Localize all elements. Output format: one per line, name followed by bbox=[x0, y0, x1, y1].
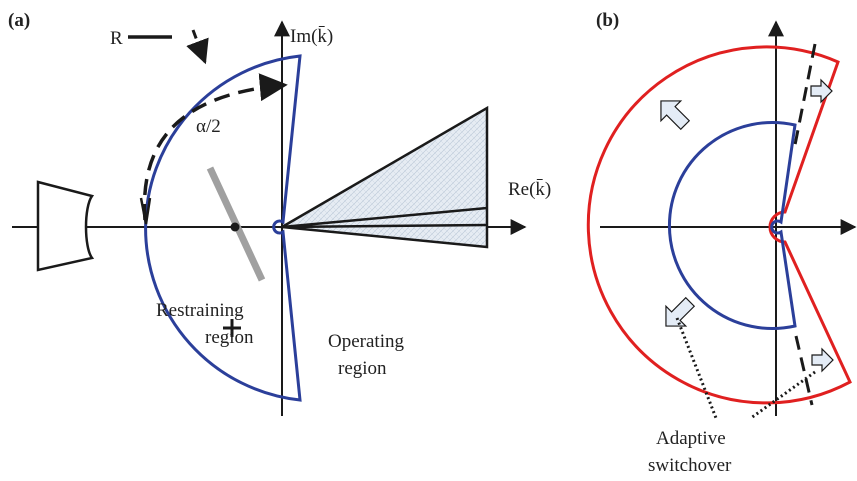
radius-pointer bbox=[186, 29, 209, 65]
restraining-label-line2: region bbox=[205, 327, 254, 348]
angle-label: α/2 bbox=[196, 116, 221, 137]
operating-label-line1: Operating bbox=[328, 331, 404, 352]
radius-label: R bbox=[110, 28, 123, 49]
expand-arrow-lower-left bbox=[665, 296, 696, 327]
panel-b-label: (b) bbox=[596, 10, 619, 31]
restraining-region-boundary bbox=[144, 54, 302, 402]
operating-label-line2: region bbox=[338, 358, 387, 379]
angle-arc bbox=[142, 73, 288, 221]
expand-arrow-upper-left bbox=[660, 100, 691, 131]
switchover-dash-top bbox=[792, 43, 817, 151]
center-point bbox=[230, 222, 240, 232]
angle-arc-start-arrow bbox=[139, 197, 152, 225]
leader-left bbox=[675, 317, 718, 419]
leader-right bbox=[750, 370, 816, 420]
adaptive-label-line2: switchover bbox=[648, 455, 732, 476]
panel-b: (b) Adaptive switchover bbox=[586, 10, 857, 476]
panel-a: (a) R α/2 Im(k̄) Re(k̄) Restraining bbox=[8, 10, 551, 416]
panel-a-label: (a) bbox=[8, 10, 30, 31]
switchover-dash-bottom bbox=[794, 335, 814, 406]
adaptive-label-line1: Adaptive bbox=[656, 428, 726, 449]
operating-line-lower bbox=[281, 223, 488, 229]
operating-line-upper bbox=[281, 206, 488, 229]
left-block-shape bbox=[36, 180, 95, 272]
im-axis-label: Im(k̄) bbox=[290, 26, 333, 47]
expanded-boundary bbox=[586, 45, 852, 405]
shift-arrow-top-right bbox=[810, 78, 833, 104]
original-boundary bbox=[667, 121, 797, 330]
restraining-label-line1: Restraining bbox=[156, 300, 244, 321]
operating-region-outline bbox=[278, 105, 489, 249]
re-axis-label: Re(k̄) bbox=[508, 179, 551, 200]
shift-arrow-bottom-right bbox=[811, 347, 834, 373]
